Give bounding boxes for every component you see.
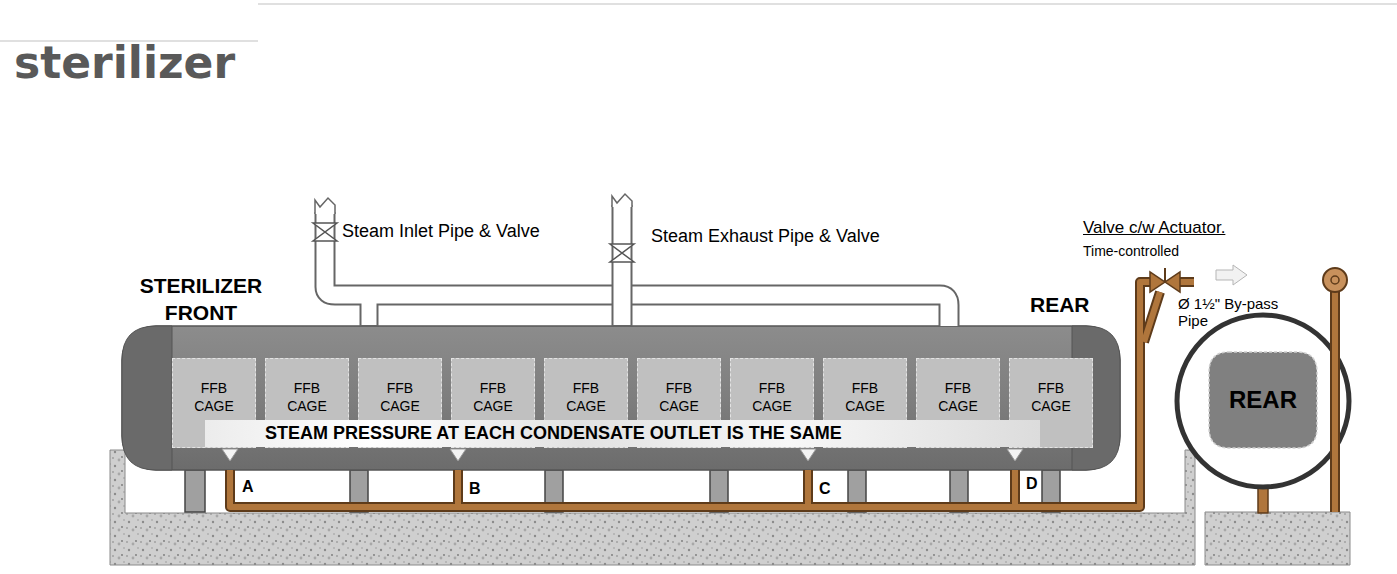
steam-exhaust-pipe [614,205,631,325]
side-pipe [1332,292,1338,512]
pipe-label: Steam Inlet Pipe & Valve [342,221,540,242]
condensate-pipe [230,282,1194,507]
box-label: FFB CAGE [280,379,334,415]
rear-door-outline [1209,352,1317,448]
flow-arrow [1007,449,1023,461]
box-label: FFB CAGE [652,379,706,415]
note-text: STEAM PRESSURE AT EACH CONDENSATE OUTLET… [265,423,1032,445]
valve-label: Valve c/w Actuator. [1083,218,1225,238]
pressure-gauge [1331,276,1339,284]
outlet-letter: D [1026,475,1038,493]
box-label: FFB CAGE [1024,379,1078,415]
steam-inlet-valve [313,223,337,241]
flow-arrow [222,449,238,461]
rear-end-view [1177,315,1349,487]
sterilizer-vessel [122,326,1120,470]
rear-view-support [1258,486,1268,513]
steam-exhaust-pipe [612,205,633,326]
front-label: STERILIZER FRONT [116,272,286,327]
flow-arrow [450,449,466,461]
box-label: FFB CAGE [838,379,892,415]
outlet-letter: A [242,478,254,496]
steam-inlet-pipe [325,212,949,326]
rear-door-view: REAR [1207,350,1319,450]
flow-arrows [222,449,1023,461]
box-label: FFB CAGE [745,379,799,415]
discharge-arrow [1216,265,1247,285]
pressure-gauge [1323,268,1347,292]
control-note: Time-controlled [1083,243,1179,259]
steam-exhaust-valve [610,244,634,262]
box-label: FFB CAGE [187,379,241,415]
outlet-letter: B [469,480,481,498]
box-label: REAR [1229,386,1297,414]
pipe-break-symbol [315,198,335,214]
valve-actuator [1164,268,1166,282]
steam-inlet-branch [362,303,377,325]
condensate-pipe [230,282,1194,507]
pipe-break-symbol [612,194,632,207]
bypass-label: Ø 1½" By-pass Pipe [1178,295,1296,330]
pipe-label: Steam Exhaust Pipe & Valve [651,226,880,247]
box-label: FFB CAGE [373,379,427,415]
concrete-foundation [1205,512,1350,565]
rear-label: REAR [1030,293,1090,317]
outlet-letter: C [819,480,831,498]
vessel-front-door [122,326,172,470]
header-rule [258,3,1397,5]
condensate-piping [230,282,1194,507]
page-title: sterilizer [14,38,235,89]
support-leg [185,470,205,512]
box-label: FFB CAGE [466,379,520,415]
flow-arrow [800,449,816,461]
box-label: FFB CAGE [559,379,613,415]
steam-inlet-pipe [325,212,949,326]
box-label: FFB CAGE [931,379,985,415]
pressure-band: STEAM PRESSURE AT EACH CONDENSATE OUTLET… [205,420,1040,447]
side-pipe [1330,292,1340,512]
steam-pipes [325,205,949,326]
